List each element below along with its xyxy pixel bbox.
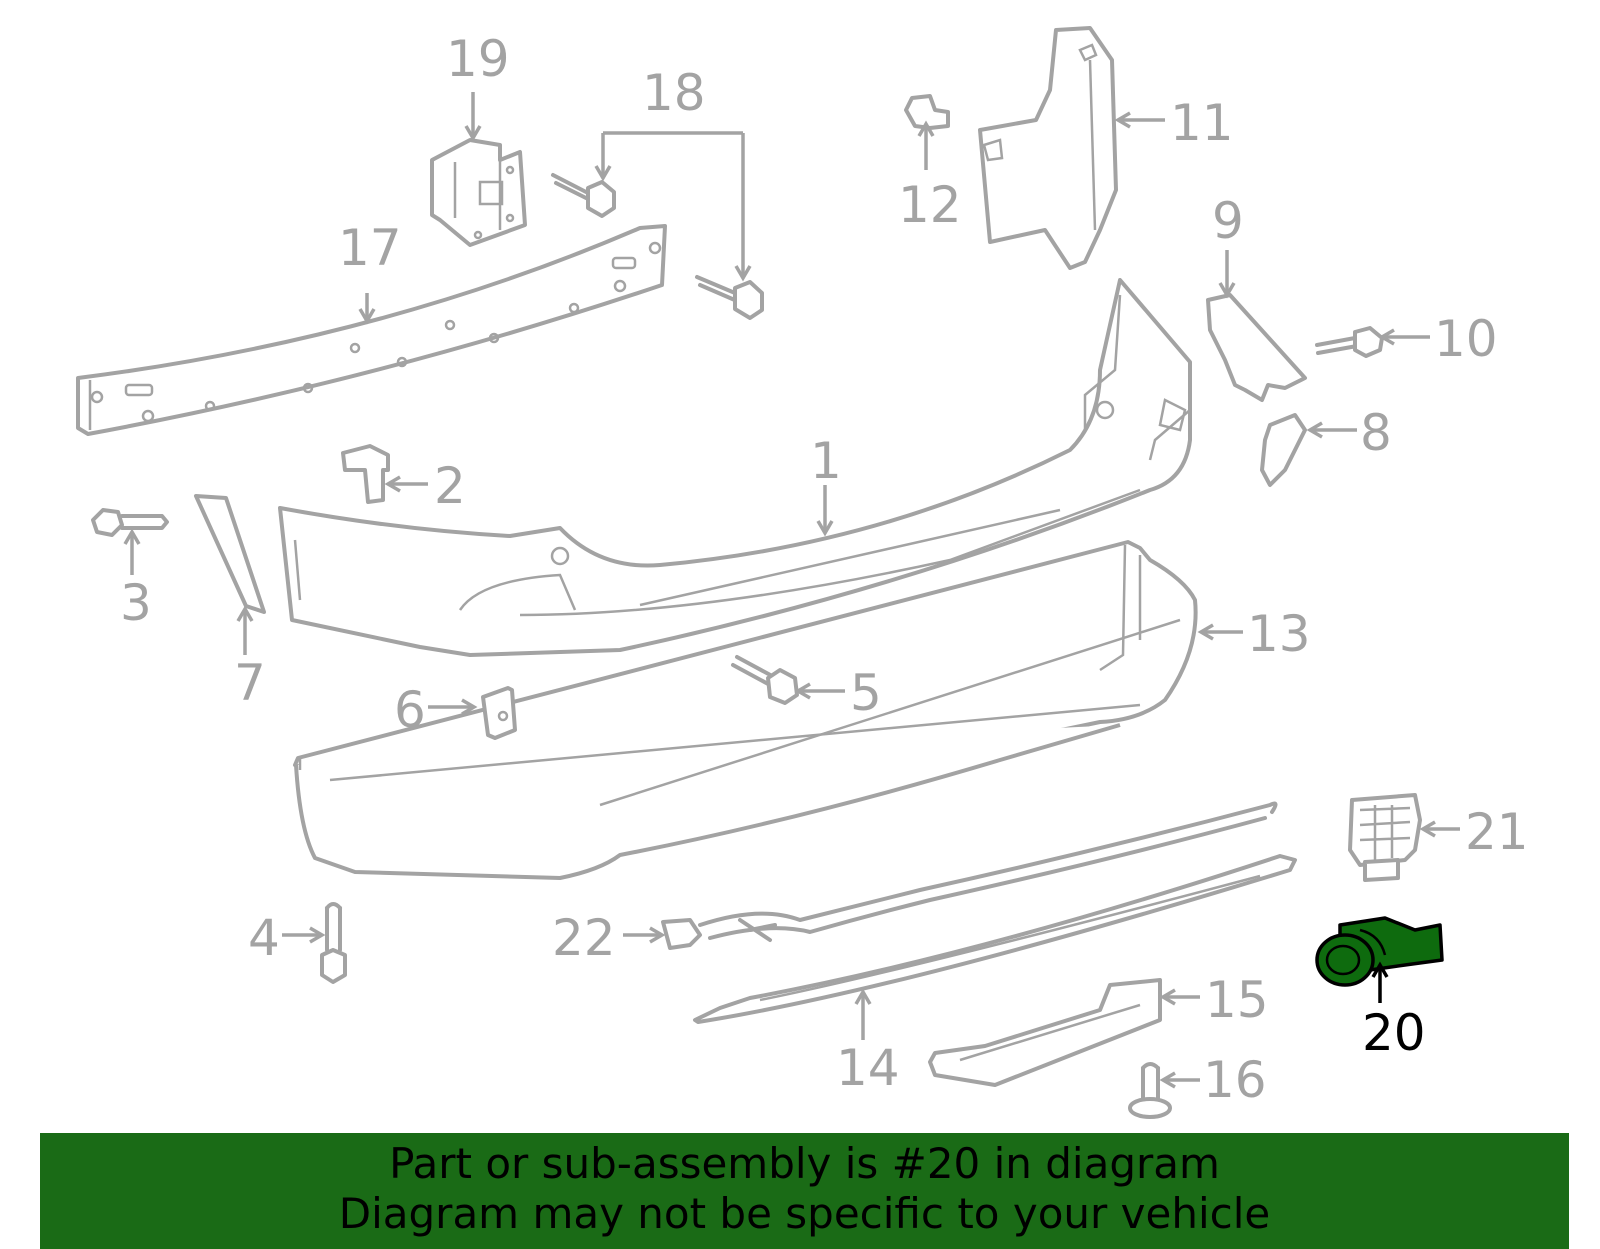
part-12-clip[interactable] bbox=[904, 94, 950, 130]
callout-18[interactable]: 18 bbox=[642, 64, 706, 122]
callout-5[interactable]: 5 bbox=[850, 664, 882, 722]
banner-line-1: Part or sub-assembly is #20 in diagram bbox=[389, 1139, 1220, 1188]
part-4-bolt[interactable] bbox=[320, 902, 347, 984]
part-2-clip[interactable] bbox=[341, 444, 390, 504]
part-19-bracket[interactable] bbox=[430, 138, 527, 247]
part-14-step-pad[interactable] bbox=[693, 854, 1297, 1024]
callout-7[interactable]: 7 bbox=[234, 654, 266, 712]
part-1-bumper-cover[interactable] bbox=[278, 278, 1192, 657]
callout-14[interactable]: 14 bbox=[836, 1039, 900, 1097]
part-10-bolt[interactable] bbox=[1315, 326, 1384, 358]
callout-13[interactable]: 13 bbox=[1247, 605, 1311, 663]
notice-banner: Part or sub-assembly is #20 in diagram D… bbox=[40, 1133, 1569, 1249]
part-9-bracket[interactable] bbox=[1206, 293, 1307, 402]
callout-21[interactable]: 21 bbox=[1465, 803, 1529, 861]
callout-17[interactable]: 17 bbox=[338, 219, 402, 277]
callout-16[interactable]: 16 bbox=[1203, 1051, 1267, 1109]
callout-1[interactable]: 1 bbox=[810, 432, 842, 490]
part-16-pin[interactable] bbox=[1128, 1062, 1172, 1119]
part-15-cover[interactable] bbox=[928, 978, 1162, 1087]
callout-4[interactable]: 4 bbox=[248, 909, 280, 967]
callout-22[interactable]: 22 bbox=[552, 909, 616, 967]
part-3-screw[interactable] bbox=[91, 508, 169, 537]
part-21-sensor-holder[interactable] bbox=[1348, 793, 1422, 882]
part-7-strip[interactable] bbox=[194, 494, 266, 614]
leader-lines bbox=[123, 92, 1460, 1089]
callout-19[interactable]: 19 bbox=[446, 30, 510, 88]
callout-10[interactable]: 10 bbox=[1434, 310, 1498, 368]
part-6-nut-clip[interactable] bbox=[481, 686, 517, 740]
part-20-parking-sensor[interactable] bbox=[1315, 916, 1444, 987]
callout-9[interactable]: 9 bbox=[1212, 192, 1244, 250]
part-22-wiring-harness[interactable] bbox=[661, 801, 1278, 950]
part-5-bolt[interactable] bbox=[731, 655, 799, 705]
callout-3[interactable]: 3 bbox=[120, 574, 152, 632]
part-17-reinforcement-beam[interactable] bbox=[76, 224, 667, 436]
callout-labels: 19 18 17 12 11 9 10 8 2 1 3 7 13 5 6 21 … bbox=[120, 30, 1529, 1109]
callout-15[interactable]: 15 bbox=[1205, 971, 1269, 1029]
part-11-side-bracket[interactable] bbox=[978, 26, 1118, 270]
callout-8[interactable]: 8 bbox=[1360, 404, 1392, 462]
callout-6[interactable]: 6 bbox=[394, 681, 426, 739]
callout-20[interactable]: 20 bbox=[1362, 1004, 1426, 1062]
part-18-bolts[interactable] bbox=[551, 173, 764, 320]
callout-2[interactable]: 2 bbox=[434, 457, 466, 515]
callout-11[interactable]: 11 bbox=[1170, 94, 1234, 152]
callout-12[interactable]: 12 bbox=[898, 176, 962, 234]
part-8-clip[interactable] bbox=[1260, 413, 1307, 487]
banner-line-2: Diagram may not be specific to your vehi… bbox=[338, 1189, 1271, 1238]
